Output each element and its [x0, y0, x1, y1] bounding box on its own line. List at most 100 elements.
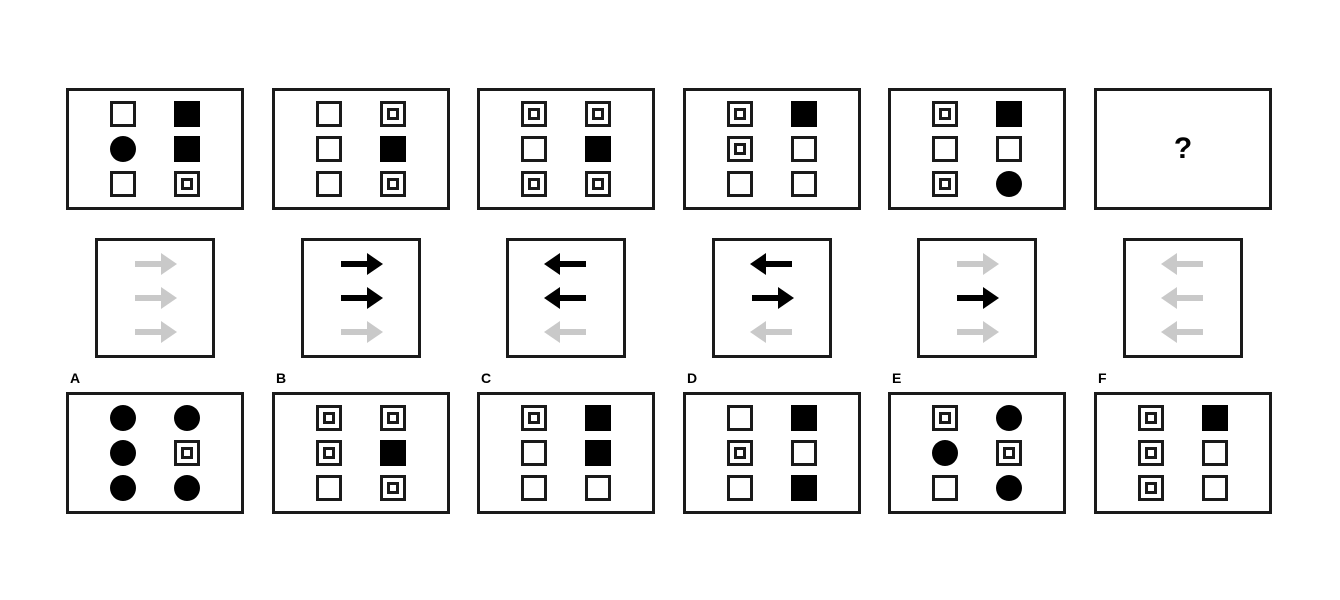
grid-cell-5 — [977, 166, 1041, 201]
shape-sq-open — [521, 439, 547, 466]
grid-cell-4 — [913, 470, 977, 505]
arrow-right-faded-icon — [339, 321, 383, 343]
option-option-E[interactable] — [888, 392, 1066, 514]
shape-grid — [1097, 395, 1269, 511]
arrow-shaft — [957, 295, 985, 301]
grid-cell-4 — [913, 166, 977, 201]
option-label-E: E — [892, 370, 902, 386]
grid-cell-4 — [502, 470, 566, 505]
grid-cell-5 — [155, 166, 219, 201]
arrow-arrow-panel-4 — [712, 238, 832, 358]
arrow-head — [161, 253, 177, 275]
grid-cell-2 — [297, 436, 361, 471]
grid-cell-1 — [1183, 401, 1247, 436]
option-label-C: C — [481, 370, 492, 386]
grid-cell-4 — [297, 166, 361, 201]
matrix-panel-4 — [683, 88, 861, 210]
grid-cell-1 — [977, 401, 1041, 436]
shape-sq-filled — [791, 101, 817, 128]
grid-cell-0 — [297, 97, 361, 132]
shape-sq-open — [110, 101, 136, 128]
grid-cell-2 — [1119, 436, 1183, 471]
grid-cell-5 — [772, 166, 836, 201]
shape-sq-nested — [727, 135, 753, 162]
arrow-stack — [304, 241, 418, 355]
grid-cell-1 — [566, 401, 630, 436]
grid-cell-0 — [1119, 401, 1183, 436]
arrow-head — [1161, 287, 1177, 309]
arrow-head — [367, 287, 383, 309]
option-option-F[interactable] — [1094, 392, 1272, 514]
grid-cell-0 — [913, 97, 977, 132]
shape-sq-filled — [174, 101, 200, 128]
arrow-left-dark-icon — [750, 253, 794, 275]
grid-cell-0 — [708, 97, 772, 132]
arrow-shaft — [957, 261, 985, 267]
option-option-A[interactable] — [66, 392, 244, 514]
grid-cell-2 — [91, 436, 155, 471]
arrow-shaft — [341, 261, 369, 267]
shape-sq-open — [727, 170, 753, 197]
matrix-panel-6: ? — [1094, 88, 1272, 210]
shape-sq-nested — [932, 405, 958, 432]
matrix-panel-3 — [477, 88, 655, 210]
arrow-right-dark-icon — [339, 253, 383, 275]
arrow-left-dark-icon — [544, 253, 588, 275]
shape-sq-open — [316, 101, 342, 128]
arrow-left-dark-icon — [544, 287, 588, 309]
grid-cell-3 — [361, 132, 425, 167]
arrow-shaft — [341, 329, 369, 335]
arrow-shaft — [1175, 329, 1203, 335]
shape-circle-filled — [996, 474, 1022, 501]
arrow-shaft — [135, 329, 163, 335]
matrix-panel-1 — [66, 88, 244, 210]
grid-cell-2 — [913, 132, 977, 167]
shape-sq-nested — [996, 439, 1022, 466]
option-label-F: F — [1098, 370, 1107, 386]
arrow-head — [1161, 321, 1177, 343]
grid-cell-2 — [91, 132, 155, 167]
grid-cell-3 — [977, 132, 1041, 167]
arrow-right-faded-icon — [133, 253, 177, 275]
grid-cell-0 — [91, 97, 155, 132]
grid-cell-1 — [155, 401, 219, 436]
arrow-shaft — [558, 329, 586, 335]
grid-cell-1 — [977, 97, 1041, 132]
shape-sq-open — [316, 170, 342, 197]
shape-sq-open — [316, 474, 342, 501]
shape-sq-nested — [316, 405, 342, 432]
arrow-right-faded-icon — [133, 287, 177, 309]
shape-grid — [69, 395, 241, 511]
option-label-A: A — [70, 370, 81, 386]
arrow-arrow-panel-2 — [301, 238, 421, 358]
arrow-head — [161, 287, 177, 309]
shape-sq-open — [521, 474, 547, 501]
shape-sq-open — [791, 170, 817, 197]
arrow-stack — [920, 241, 1034, 355]
shape-grid — [891, 91, 1063, 207]
option-label-D: D — [687, 370, 698, 386]
arrow-stack — [715, 241, 829, 355]
grid-cell-5 — [566, 166, 630, 201]
arrow-shaft — [558, 295, 586, 301]
option-option-C[interactable] — [477, 392, 655, 514]
arrow-left-faded-icon — [544, 321, 588, 343]
option-option-D[interactable] — [683, 392, 861, 514]
arrow-head — [750, 321, 766, 343]
grid-cell-3 — [155, 436, 219, 471]
shape-sq-filled — [585, 439, 611, 466]
shape-sq-nested — [316, 439, 342, 466]
option-option-B[interactable] — [272, 392, 450, 514]
grid-cell-2 — [502, 132, 566, 167]
arrow-head — [983, 287, 999, 309]
arrow-head — [983, 253, 999, 275]
grid-cell-3 — [977, 436, 1041, 471]
arrow-right-dark-icon — [955, 287, 999, 309]
grid-cell-4 — [1119, 470, 1183, 505]
shape-grid — [480, 91, 652, 207]
shape-sq-nested — [380, 474, 406, 501]
shape-sq-open — [727, 405, 753, 432]
grid-cell-0 — [502, 401, 566, 436]
grid-cell-1 — [361, 401, 425, 436]
